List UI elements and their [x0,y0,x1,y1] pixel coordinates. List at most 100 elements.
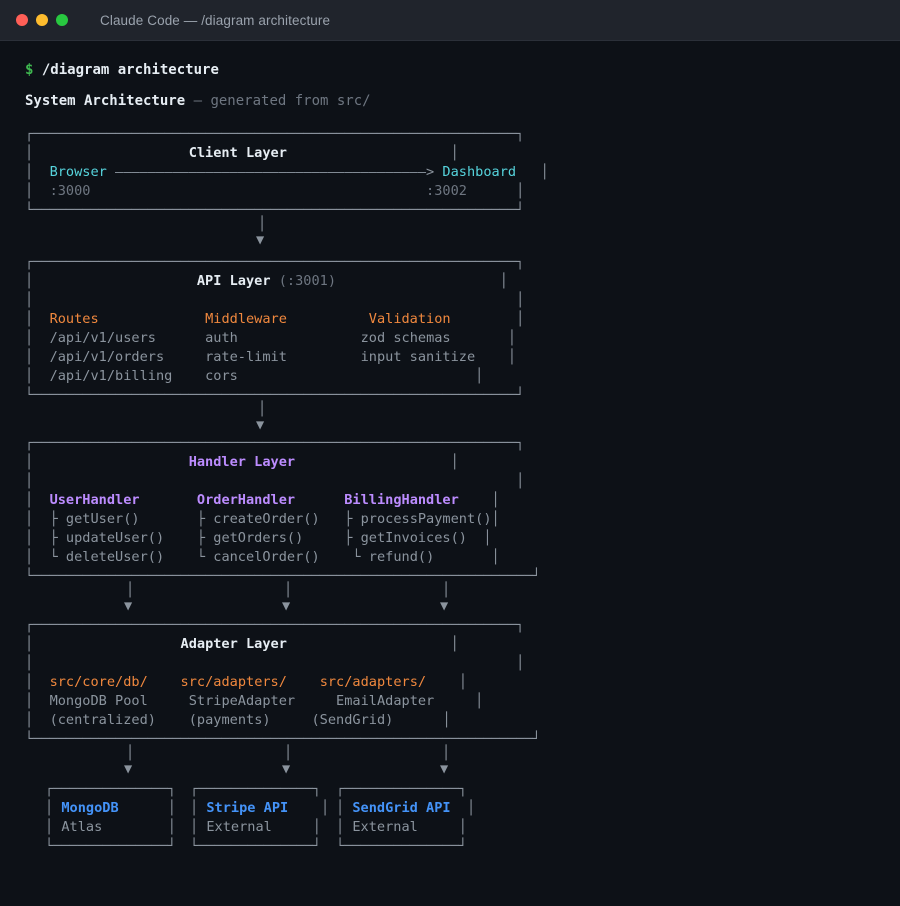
connector-handler-adapter-arrow-2: ▼ [440,598,449,614]
handler-col-0-item-2: └ deleteUser() [49,549,165,565]
maximize-icon[interactable] [56,14,68,26]
handler-layer-title: Handler Layer [188,454,296,470]
api-layer-item-row-0: │ /api/v1/users auth zod schemas │ [25,330,517,346]
client-layer-ports-row: │ :3000 :3002 │ [25,183,525,199]
adapter-col-1-item-0: StripeAdapter [188,693,296,709]
service-0-name-row: │ MongoDB │ [45,800,176,816]
service-2-subtitle-row: │ External │ [336,819,467,835]
api-col-1-item-1: rate-limit [205,349,287,365]
handler-layer-spacer-row: │ │ [25,473,525,489]
api-layer-item-row-1: │ /api/v1/orders rate-limit input saniti… [25,349,517,365]
handler-col-2-item-1: ├ getInvoices() [344,530,467,546]
window-titlebar: Claude Code — /diagram architecture [0,0,900,41]
client-layer-nodes-row: │ Browser ——————————————————————————————… [25,164,549,180]
handler-layer-headers-row: │ UserHandler OrderHandler BillingHandle… [25,492,500,508]
connector-handler-adapter-line-1: │ [284,582,293,598]
adapter-layer-border-top: ┌───────────────────────────────────────… [25,617,525,633]
api-layer-border-bottom: └───────────────────────────────────────… [25,387,525,403]
handler-col-1-header: OrderHandler [196,492,296,508]
prompt-sigil: $ [25,62,34,78]
service-2-border-top: ┌──────────────┐ [336,781,467,797]
api-col-0-item-1: /api/v1/orders [49,349,165,365]
architecture-diagram: ┌───────────────────────────────────────… [0,125,900,854]
command-text: /diagram architecture [41,62,219,78]
handler-col-2-item-0: ├ processPayment() [344,511,492,527]
api-layer-spacer-row: │ │ [25,292,525,308]
connector-adapter-service-line-1: │ [284,745,293,761]
client-layer-border-top: ┌───────────────────────────────────────… [25,126,525,142]
connector-api-handler-arrow: ▼ [256,417,265,433]
handler-layer-border-top: ┌───────────────────────────────────────… [25,435,525,451]
handler-col-0-item-1: ├ updateUser() [49,530,165,546]
api-col-0-header: Routes [49,311,99,327]
client-node-0-name: Browser [49,164,107,180]
api-layer-headers-row: │ Routes Middleware Validation │ [25,311,525,327]
handler-layer-item-row-0: │ ├ getUser() ├ createOrder() ├ processP… [25,511,500,527]
handler-col-2-item-2: └ refund() [352,549,435,565]
service-2-border-bottom: └──────────────┘ [336,838,467,854]
adapter-col-1-header: src/adapters/ [180,674,287,690]
service-1-subtitle: External [206,819,272,835]
service-2-name: SendGrid API [352,800,451,816]
handler-col-1-item-1: ├ getOrders() [196,530,304,546]
close-icon[interactable] [16,14,28,26]
client-layer-title-row: │ Client Layer │ [25,145,459,161]
window-controls [16,14,68,26]
connector-handler-adapter-line-2: │ [442,582,451,598]
diagram-footer: Generated from 23 source files in src/. … [25,903,549,906]
service-0-border-top: ┌──────────────┐ [45,781,176,797]
service-1-name: Stripe API [206,800,289,816]
heading-subtitle: — generated from src/ [193,93,371,109]
minimize-icon[interactable] [36,14,48,26]
client-node-0-port: :3000 [49,183,91,199]
api-col-0-item-0: /api/v1/users [49,330,156,346]
client-node-1-name: Dashboard [442,164,517,180]
service-2-name-row: │ SendGrid API │ [336,800,476,816]
terminal-body: $ /diagram architecture System Architect… [0,41,900,906]
connector-api-handler-line: │ [258,401,267,417]
connector-client-api-arrow: ▼ [256,232,265,248]
api-col-1-item-2: cors [205,368,238,384]
handler-col-1-item-0: ├ createOrder() [196,511,320,527]
connector-handler-adapter-arrow-1: ▼ [282,598,291,614]
adapter-col-2-item-1: (SendGrid) [311,712,394,728]
api-layer-port: (:3001) [278,273,337,289]
connector-adapter-service-arrow-2: ▼ [440,761,449,777]
service-0-border-bottom: └──────────────┘ [45,838,176,854]
handler-col-1-item-2: └ cancelOrder() [196,549,320,565]
api-col-2-item-1: input sanitize [360,349,476,365]
api-layer-border-top: ┌───────────────────────────────────────… [25,254,525,270]
client-layer-border-bottom: └───────────────────────────────────────… [25,202,525,218]
adapter-col-1-item-1: (payments) [188,712,271,728]
client-layer-title: Client Layer [188,145,287,161]
adapter-layer-title: Adapter Layer [180,636,287,652]
connector-adapter-service-arrow-0: ▼ [124,761,133,777]
service-0-subtitle-row: │ Atlas │ [45,819,176,835]
adapter-col-2-header: src/adapters/ [319,674,427,690]
adapter-layer-spacer-row: │ │ [25,655,525,671]
api-layer-item-row-2: │ /api/v1/billing cors │ [25,368,484,384]
service-2-subtitle: External [352,819,418,835]
handler-col-0-header: UserHandler [49,492,140,508]
service-1-subtitle-row: │ External │ [190,819,321,835]
heading-title: System Architecture [25,93,186,109]
adapter-layer-item-row-1: │ (centralized) (payments) (SendGrid) │ [25,712,451,728]
connector-handler-adapter-arrow-0: ▼ [124,598,133,614]
api-col-2-header: Validation [368,311,451,327]
service-1-border-bottom: └──────────────┘ [190,838,321,854]
api-col-1-header: Middleware [205,311,287,327]
connector-handler-adapter-line-0: │ [126,582,135,598]
client-link-arrow: ——————————————————————————————————————> [115,164,435,180]
adapter-col-0-item-0: MongoDB Pool [49,693,148,709]
handler-col-0-item-0: ├ getUser() [49,511,140,527]
service-0-name: MongoDB [61,800,119,816]
handler-layer-item-row-1: │ ├ updateUser() ├ getOrders() ├ getInvo… [25,530,492,546]
adapter-col-2-item-0: EmailAdapter [336,693,435,709]
window-title: Claude Code — /diagram architecture [100,12,331,28]
api-col-0-item-2: /api/v1/billing [49,368,173,384]
api-layer-title: API Layer [196,273,271,289]
handler-layer-border-bottom: └───────────────────────────────────────… [25,568,541,584]
adapter-layer-title-row: │ Adapter Layer │ [25,636,459,652]
adapter-layer-item-row-0: │ MongoDB Pool StripeAdapter EmailAdapte… [25,693,484,709]
adapter-col-0-item-1: (centralized) [49,712,156,728]
